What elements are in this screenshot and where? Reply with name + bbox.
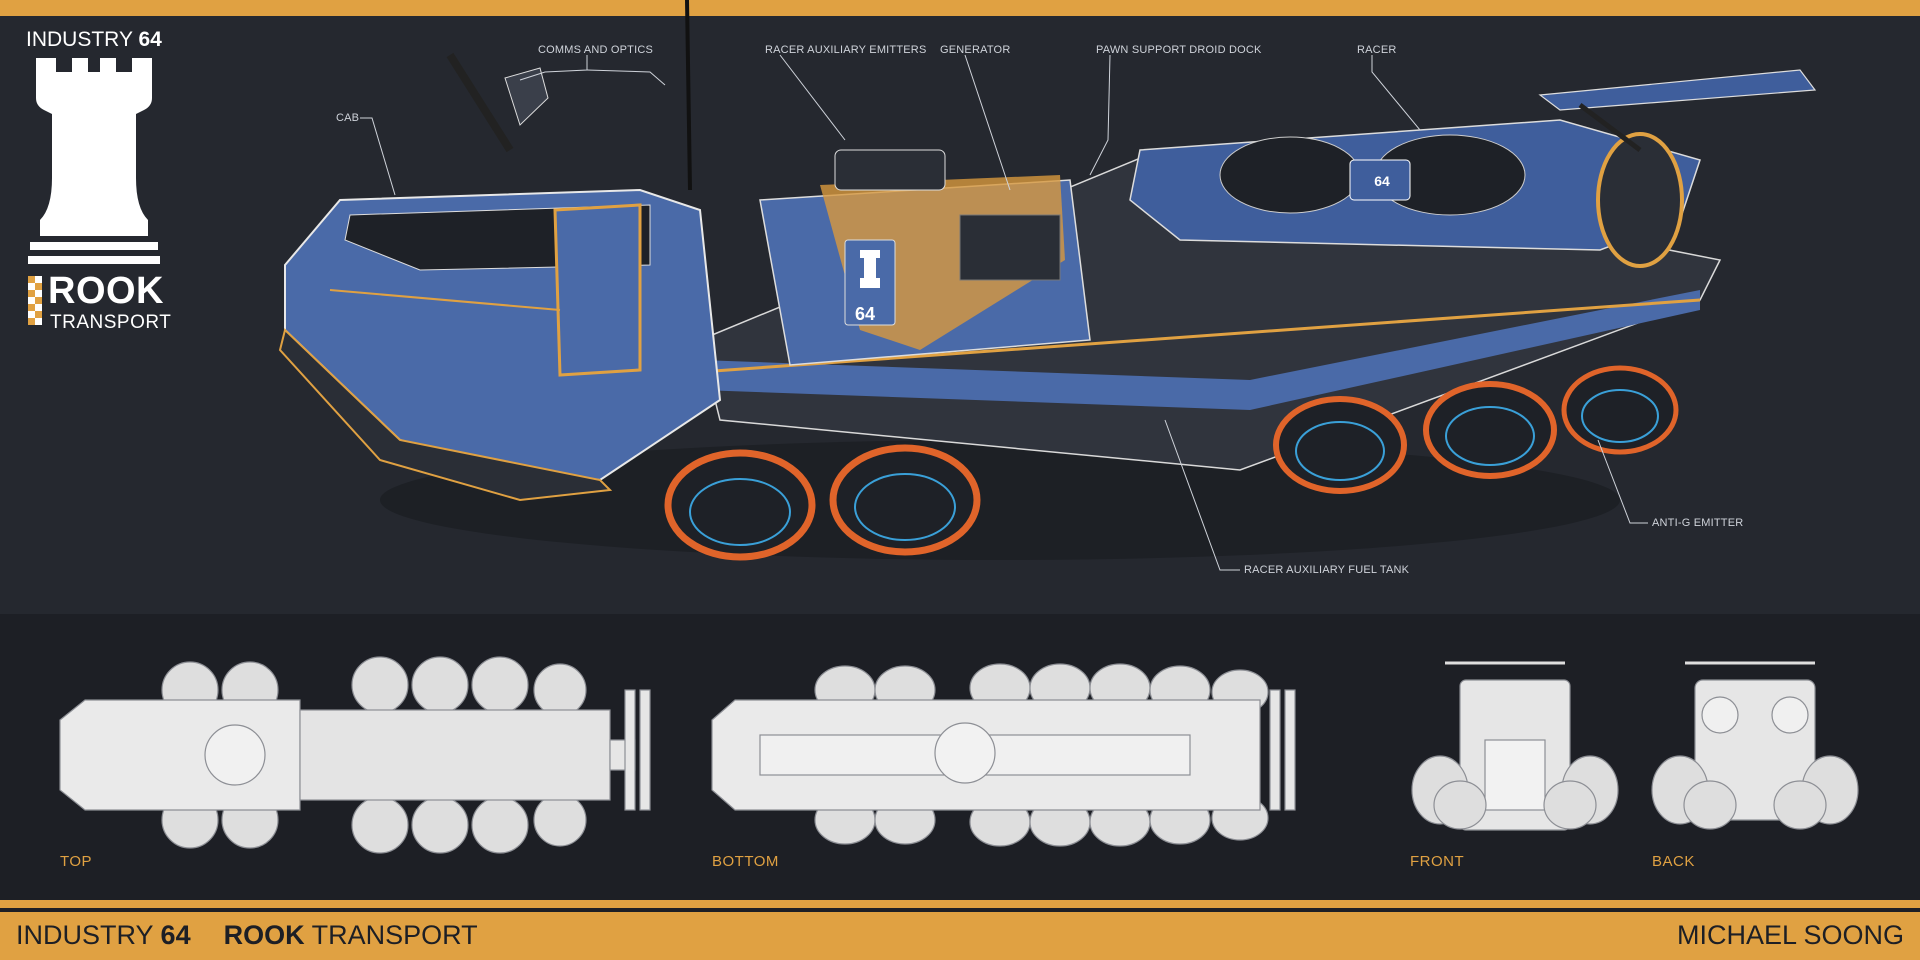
module-number-label: 64: [855, 304, 875, 324]
footer-accent-line: [0, 900, 1920, 908]
footer-industry-word: INDUSTRY: [16, 920, 154, 950]
callout-comms-and-optics: COMMS AND OPTICS: [538, 44, 654, 56]
callout-anti-g-emitter: ANTI-G EMITTER: [1652, 517, 1744, 529]
footer-transport-word: TRANSPORT: [311, 920, 478, 950]
bottom-view-drawing: [711, 663, 1296, 847]
footer-industry-number: 64: [160, 920, 191, 950]
logo-industry-number: 64: [138, 28, 162, 51]
logo-rook-word: ROOK: [48, 270, 164, 312]
footer-bar: INDUSTRY 64 ROOK TRANSPORT MICHAEL SOONG: [0, 912, 1920, 960]
back-view-drawing: [1651, 661, 1859, 830]
top-accent-bar: [0, 0, 1920, 16]
view-label-back: BACK: [1652, 853, 1695, 870]
logo-industry-title: INDUSTRY 64: [26, 28, 166, 52]
callout-cab: CAB: [336, 112, 360, 124]
front-view-drawing: [1411, 661, 1619, 831]
checker-pattern-icon: [28, 276, 42, 325]
view-label-top: TOP: [60, 853, 93, 870]
callout-racer-auxiliary-fuel-tank: RACER AUXILIARY FUEL TANK: [1244, 564, 1410, 576]
footer-rook-word: ROOK: [223, 920, 305, 950]
anti-g-emitter-group: [664, 365, 1679, 561]
rook-transport-logo: INDUSTRY 64 ROOK TRANSPORT: [26, 28, 171, 333]
callout-pawn-support-droid-dock: PAWN SUPPORT DROID DOCK: [1096, 44, 1262, 56]
footer-title: INDUSTRY 64 ROOK TRANSPORT: [16, 920, 478, 951]
callout-generator: GENERATOR: [940, 44, 1011, 56]
view-label-front: FRONT: [1410, 853, 1465, 870]
callout-leader-lines: [360, 54, 1648, 571]
callout-racer-auxiliary-emitters: RACER AUXILIARY EMITTERS: [765, 44, 927, 56]
logo-industry-word: INDUSTRY: [26, 28, 133, 51]
footer-gap: [0, 908, 1920, 912]
logo-transport-word: TRANSPORT: [50, 312, 172, 333]
rook-chess-icon: [28, 58, 160, 264]
racer-number-label: 64: [1374, 173, 1390, 189]
footer-artist-name: MICHAEL SOONG: [1676, 920, 1904, 950]
view-label-bottom: BOTTOM: [712, 853, 779, 870]
callout-racer: RACER: [1357, 44, 1397, 56]
top-view-drawing: [59, 656, 651, 854]
